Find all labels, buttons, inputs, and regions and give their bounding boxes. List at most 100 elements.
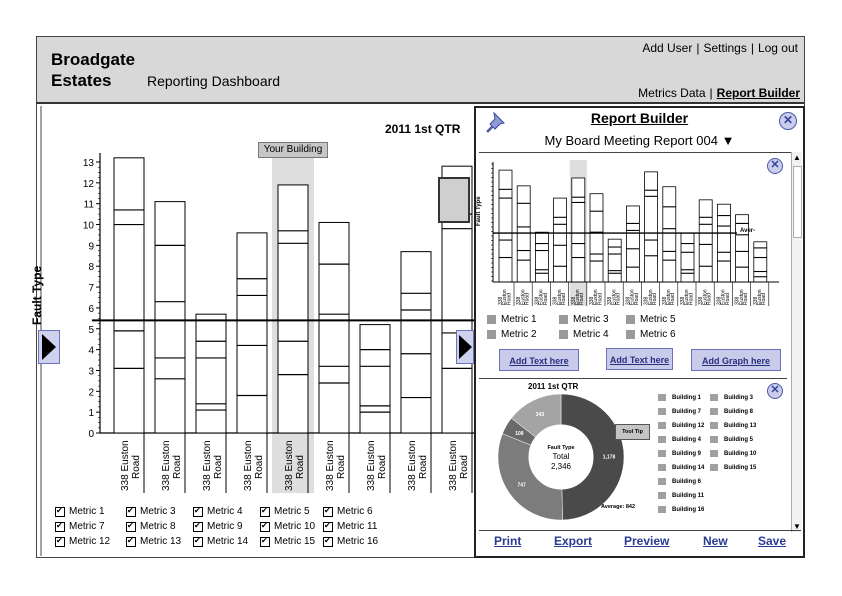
bar[interactable] <box>236 232 268 434</box>
checkbox-icon[interactable] <box>323 521 333 532</box>
metric-checkbox[interactable]: Metric 10 <box>260 521 315 532</box>
scroll-thumb[interactable] <box>793 166 802 238</box>
drag-bar-handle[interactable] <box>438 177 470 223</box>
mini-bar[interactable] <box>644 171 659 283</box>
mini-bar[interactable] <box>589 193 604 283</box>
metric-checkbox[interactable]: Metric 1 <box>55 506 105 517</box>
category-label: Road <box>213 455 224 479</box>
mini-category-label: Road <box>688 293 694 305</box>
section-links: Metrics Data|Report Builder <box>638 86 800 100</box>
checkbox-icon[interactable] <box>323 536 333 547</box>
building-legend-item: Building 9 <box>658 450 701 457</box>
checkbox-icon[interactable] <box>260 536 270 547</box>
checkbox-icon[interactable] <box>126 536 136 547</box>
bar[interactable] <box>113 157 145 434</box>
logout-link[interactable]: Log out <box>757 41 798 55</box>
metric-checkbox[interactable]: Metric 4 <box>193 506 243 517</box>
top-links: Add User|Settings|Log out <box>642 41 798 55</box>
checkbox-icon[interactable] <box>323 506 333 517</box>
metric-label: Metric 9 <box>207 521 243 532</box>
checkbox-icon[interactable] <box>260 521 270 532</box>
checkbox-icon[interactable] <box>193 536 203 547</box>
metrics-data-link[interactable]: Metrics Data <box>638 86 706 100</box>
mini-category-label: 338 <box>716 296 722 305</box>
mini-category-label: Road <box>579 293 585 305</box>
metric-checkbox[interactable]: Metric 7 <box>55 521 105 532</box>
metric-checkbox[interactable]: Metric 16 <box>323 536 378 547</box>
mini-bar[interactable] <box>625 205 640 283</box>
checkbox-icon[interactable] <box>55 506 65 517</box>
add-text-button-2[interactable]: Add Text here <box>606 348 673 370</box>
bar[interactable] <box>195 313 227 434</box>
close-donut-icon[interactable]: ✕ <box>767 383 783 399</box>
left-expand-arrow-button[interactable] <box>38 330 60 364</box>
checkbox-icon[interactable] <box>126 506 136 517</box>
save-link[interactable]: Save <box>758 534 787 548</box>
building-legend-item: Building 16 <box>658 506 704 513</box>
metric-label: Metric 16 <box>337 536 379 547</box>
add-user-link[interactable]: Add User <box>642 41 693 55</box>
mini-bar[interactable] <box>498 169 513 283</box>
panel-scrollbar[interactable]: ▲ ▼ <box>791 152 802 532</box>
report-select[interactable]: My Board Meeting Report 004 ▼ <box>544 133 735 148</box>
y-tick-label: 12 <box>83 179 95 190</box>
donut-average-label: Average: 842 <box>601 504 636 510</box>
mini-bar[interactable] <box>516 185 531 283</box>
legend-metric-2: Metric 2 <box>487 329 537 340</box>
export-link[interactable]: Export <box>554 534 593 548</box>
metric-checkbox[interactable]: Metric 11 <box>323 521 377 532</box>
mini-category-label: 338 <box>589 296 595 305</box>
scroll-up-icon[interactable]: ▲ <box>793 153 801 162</box>
bar[interactable] <box>318 221 350 434</box>
bar[interactable] <box>359 324 391 434</box>
mini-y-label: Fault Type <box>476 196 482 226</box>
close-chart-icon[interactable]: ✕ <box>767 158 783 174</box>
y-tick-label: 7 <box>88 283 94 294</box>
pin-icon[interactable] <box>484 111 506 133</box>
metric-checkbox[interactable]: Metric 3 <box>126 506 176 517</box>
legend-metric-6: Metric 6 <box>626 329 676 340</box>
add-text-button-1[interactable]: Add Text here <box>499 349 579 371</box>
scroll-down-icon[interactable]: ▼ <box>793 522 801 531</box>
metric-checkbox[interactable]: Metric 13 <box>126 536 181 547</box>
y-tick-label: 3 <box>88 366 94 377</box>
mini-bar[interactable] <box>553 197 567 283</box>
checkbox-icon[interactable] <box>126 521 136 532</box>
preview-link[interactable]: Preview <box>624 534 670 548</box>
mini-bar[interactable] <box>662 186 677 283</box>
checkbox-icon[interactable] <box>260 506 270 517</box>
bar[interactable] <box>154 201 186 434</box>
y-tick-label: 13 <box>83 158 95 169</box>
metric-checkbox[interactable]: Metric 8 <box>126 521 176 532</box>
mini-bar[interactable] <box>680 232 695 283</box>
mini-bar[interactable] <box>607 238 622 283</box>
metric-checkbox[interactable]: Metric 12 <box>55 536 110 547</box>
mini-category-label: Road <box>616 293 622 305</box>
checkbox-icon[interactable] <box>55 536 65 547</box>
mini-bar[interactable] <box>698 199 713 283</box>
category-label: 338 Euston <box>407 440 418 491</box>
checkbox-icon[interactable] <box>55 521 65 532</box>
metric-checkbox[interactable]: Metric 9 <box>193 521 243 532</box>
metric-checkbox[interactable]: Metric 15 <box>260 536 315 547</box>
metric-checkbox[interactable]: Metric 5 <box>260 506 310 517</box>
bar[interactable] <box>400 251 432 434</box>
mini-category-label: Road <box>743 293 749 305</box>
mini-category-label: Road <box>652 293 658 305</box>
panel-toggle-arrow-button[interactable] <box>456 330 474 364</box>
new-link[interactable]: New <box>703 534 728 548</box>
checkbox-icon[interactable] <box>193 506 203 517</box>
mini-bar[interactable] <box>535 231 549 283</box>
metric-label: Metric 3 <box>140 506 176 517</box>
bar[interactable] <box>277 184 309 434</box>
close-panel-icon[interactable]: ✕ <box>779 112 797 130</box>
print-link[interactable]: Print <box>494 534 522 548</box>
metric-checkbox[interactable]: Metric 14 <box>193 536 248 547</box>
settings-link[interactable]: Settings <box>703 41 747 55</box>
mini-bar[interactable] <box>571 177 586 283</box>
report-builder-link[interactable]: Report Builder <box>716 86 800 100</box>
mini-bar[interactable] <box>735 214 750 283</box>
checkbox-icon[interactable] <box>193 521 203 532</box>
metric-checkbox[interactable]: Metric 6 <box>323 506 373 517</box>
add-graph-button[interactable]: Add Graph here <box>691 349 781 371</box>
